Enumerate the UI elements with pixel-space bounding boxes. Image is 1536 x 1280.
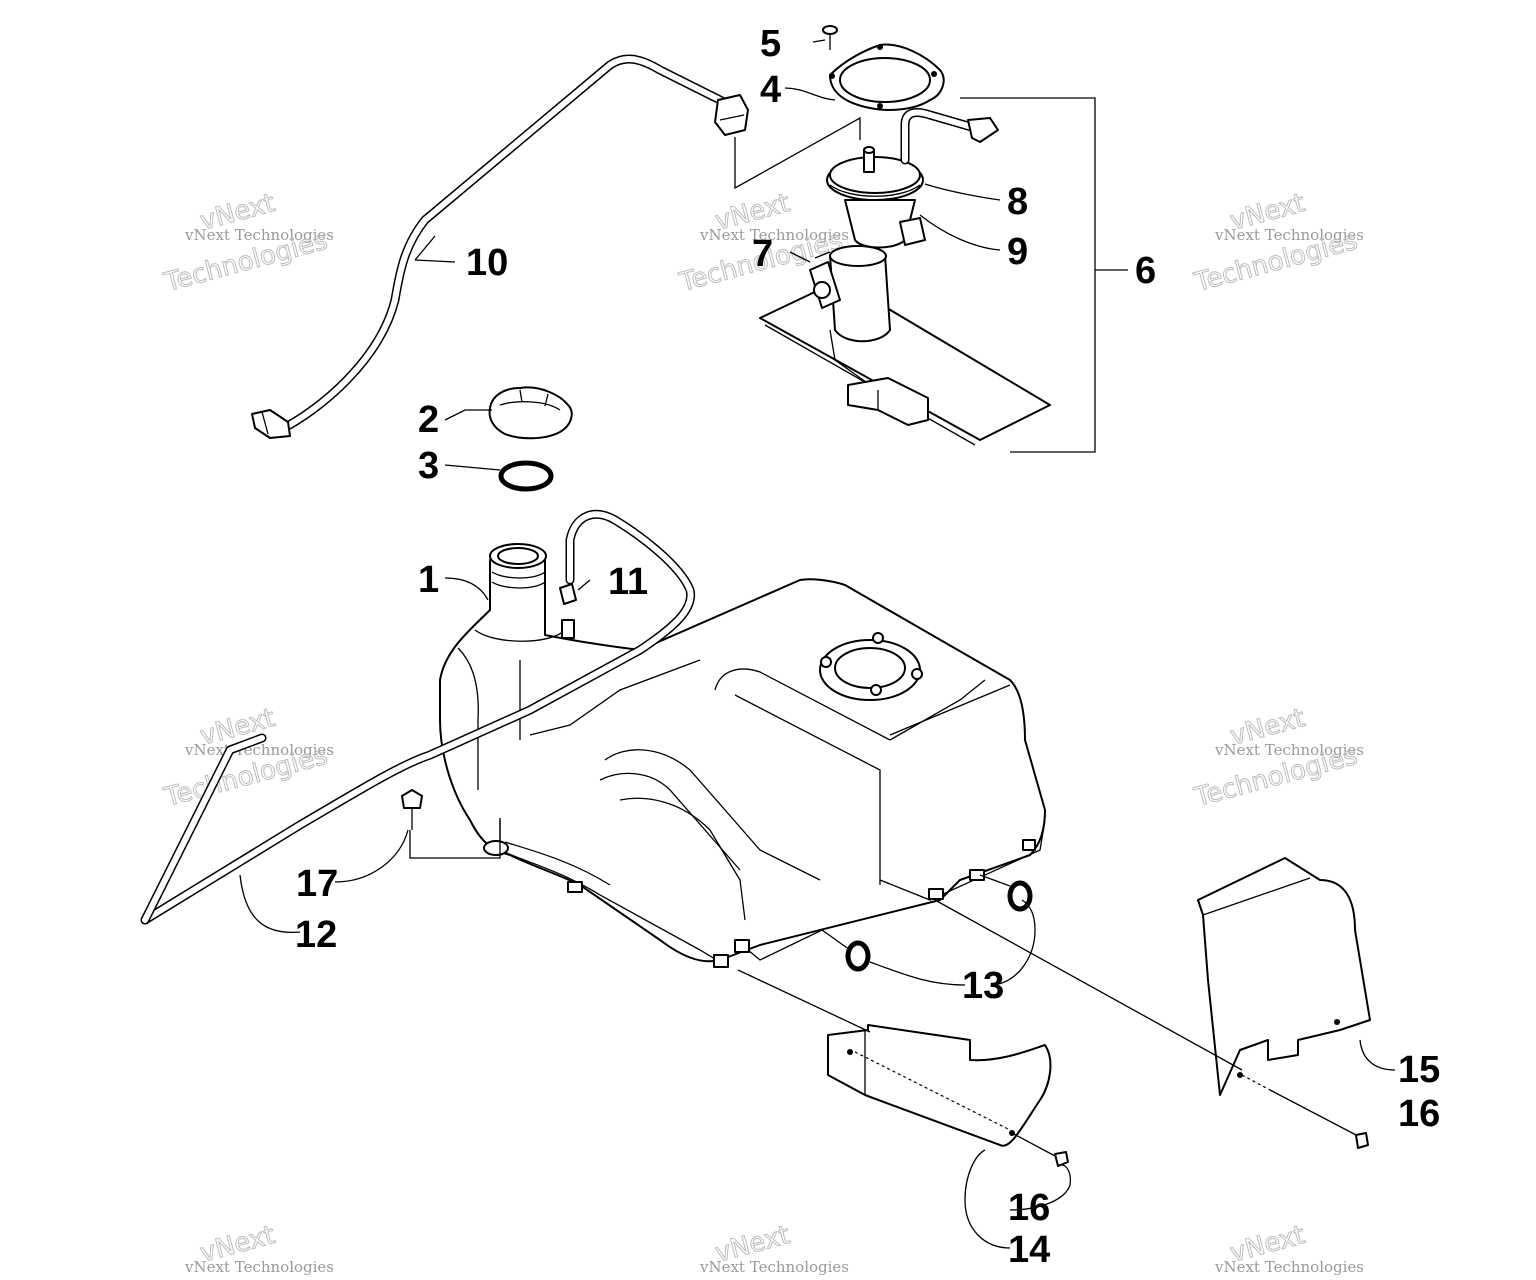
watermark: vNext vNext Technologies xyxy=(184,1220,334,1276)
callout-10: 10 xyxy=(466,242,508,284)
part-overflow-hose[interactable] xyxy=(140,509,696,925)
callout-14: 14 xyxy=(1008,1229,1050,1271)
callout-8: 8 xyxy=(1007,181,1028,223)
callout-9: 9 xyxy=(1007,231,1028,273)
callout-17: 17 xyxy=(296,863,338,905)
watermark: vNext vNext Technologies Technologies xyxy=(160,703,334,814)
leader-grommet-right xyxy=(979,874,1011,887)
watermark-small: vNext Technologies xyxy=(184,1258,334,1276)
callout-16-lower: 16 xyxy=(1008,1187,1050,1229)
callout-7: 7 xyxy=(752,233,773,275)
part-heat-shield-right[interactable] xyxy=(1197,857,1371,1096)
callout-4: 4 xyxy=(760,69,781,111)
callout-1: 1 xyxy=(418,559,439,601)
part-fuel-pump-assembly[interactable] xyxy=(759,97,1128,453)
part-gasket[interactable] xyxy=(829,43,945,111)
watermark: vNext vNext Technologies Technologies xyxy=(675,188,849,299)
callout-15: 15 xyxy=(1398,1049,1440,1091)
watermark-small: vNext Technologies xyxy=(184,226,334,244)
part-vent-hose[interactable] xyxy=(251,54,749,439)
part-screw-lower-left[interactable] xyxy=(1054,1151,1069,1167)
callout-6: 6 xyxy=(1135,250,1156,292)
callout-5: 5 xyxy=(760,23,781,65)
callout-16-right: 16 xyxy=(1398,1093,1440,1135)
part-grommet-right[interactable] xyxy=(1007,880,1033,912)
watermark-small: vNext Technologies xyxy=(699,226,849,244)
watermark-small: vNext Technologies xyxy=(184,741,334,759)
watermark: vNext vNext Technologies Technologies xyxy=(1190,703,1364,814)
callout-3: 3 xyxy=(418,445,439,487)
part-fuel-cap[interactable] xyxy=(488,386,573,440)
watermark-small: vNext Technologies xyxy=(699,1258,849,1276)
part-bolt[interactable] xyxy=(401,789,501,859)
watermark: vNext vNext Technologies Technologies xyxy=(1190,188,1364,299)
watermark-small: vNext Technologies xyxy=(1214,226,1364,244)
watermark: vNext vNext Technologies xyxy=(1214,1220,1364,1276)
part-o-ring[interactable] xyxy=(498,460,554,492)
callout-11: 11 xyxy=(608,561,648,603)
leader-screw-left xyxy=(1011,1132,1056,1157)
leader-lines xyxy=(239,39,1396,1249)
watermark: vNext vNext Technologies xyxy=(699,1220,849,1276)
part-fuel-tank[interactable] xyxy=(439,543,1046,968)
leader-dash xyxy=(1241,1074,1271,1091)
leader-shield-right xyxy=(934,899,1243,1071)
callout-13: 13 xyxy=(962,965,1004,1007)
watermark-small: vNext Technologies xyxy=(1214,741,1364,759)
part-hose-clamp[interactable] xyxy=(559,583,577,605)
part-grommet-left[interactable] xyxy=(845,940,871,972)
part-screw[interactable] xyxy=(822,25,838,50)
callout-labels: 1 2 3 4 5 6 7 8 9 10 11 12 13 14 15 16 1… xyxy=(295,23,1440,1271)
watermark: vNext vNext Technologies Technologies xyxy=(160,188,334,299)
callout-2: 2 xyxy=(418,399,439,441)
callout-12: 12 xyxy=(295,914,337,956)
leader-grommet-left xyxy=(747,929,851,961)
watermark-small: vNext Technologies xyxy=(1214,1258,1364,1276)
leader-shield-left xyxy=(737,969,871,1033)
part-heat-shield-left[interactable] xyxy=(827,1024,1052,1147)
leader-screw-right xyxy=(1269,1089,1359,1137)
part-screw-lower-right[interactable] xyxy=(1355,1132,1369,1149)
